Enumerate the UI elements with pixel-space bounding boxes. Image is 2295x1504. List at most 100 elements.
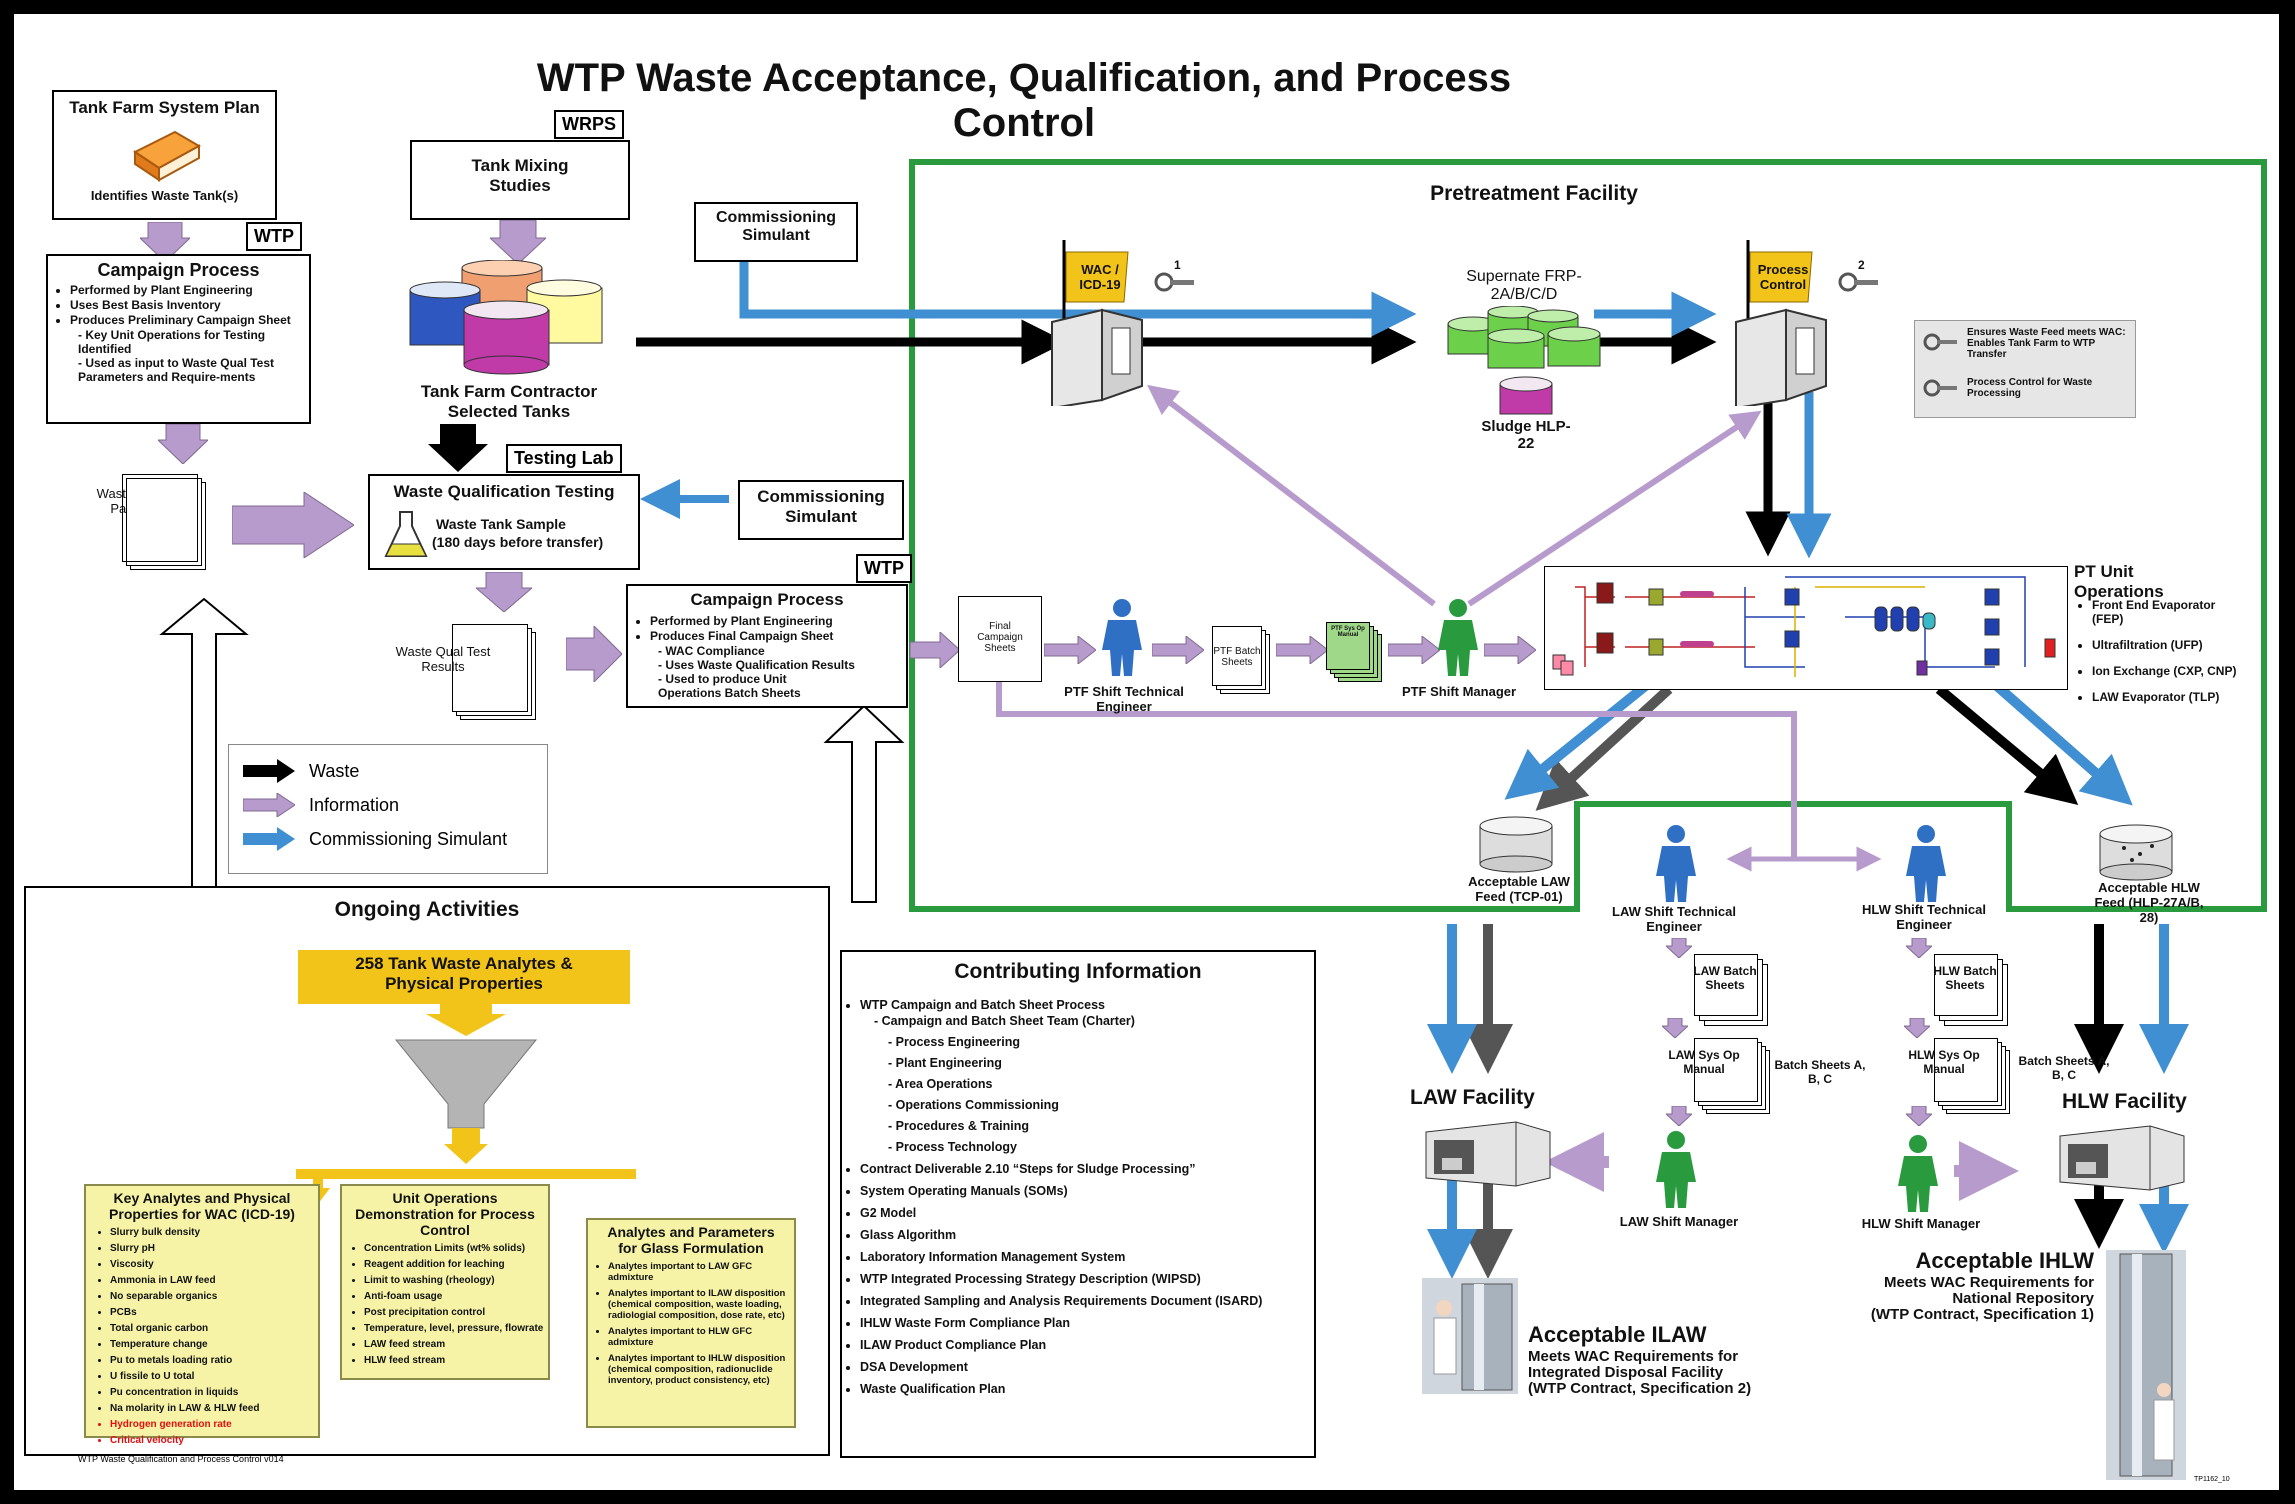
contributing-item: Integrated Sampling and Analysis Require… xyxy=(860,1294,1314,1308)
unit-op-item: HLW feed stream xyxy=(364,1355,548,1366)
contributing-information: Contributing Information WTP Campaign an… xyxy=(840,950,1316,1458)
info-arrow-down xyxy=(1662,1018,1688,1038)
glass-item: Analytes important to LAW GFC admixture xyxy=(608,1261,794,1283)
sludge-tank-icon xyxy=(1499,376,1553,415)
unit-op-item: Limit to washing (rheology) xyxy=(364,1275,548,1286)
sludge-label: Sludge HLP-22 xyxy=(1481,418,1571,452)
contributing-subsubitem: Procedures & Training xyxy=(888,1119,1314,1133)
glass-formulation-title: Analytes and Parameters for Glass Formul… xyxy=(607,1224,775,1256)
law-feed-label: Acceptable LAW Feed (TCP-01) xyxy=(1468,874,1570,904)
page-title: WTP Waste Acceptance, Qualification, and… xyxy=(536,56,1512,145)
unit-op-item: Temperature, level, pressure, flowrate xyxy=(364,1323,548,1334)
final-campaign-sheets: Final Campaign Sheets xyxy=(958,596,1042,682)
testing-lab-tag: Testing Lab xyxy=(506,444,622,473)
contributing-subsubitem: Process Technology xyxy=(888,1140,1314,1154)
info-arrow-down xyxy=(1906,1106,1932,1126)
ongoing-banner: 258 Tank Waste Analytes & Physical Prope… xyxy=(298,950,630,1004)
hlw-tech-label: HLW Shift Technical Engineer xyxy=(1862,902,1986,932)
waste-qual-results-label: Waste Qual Test Results xyxy=(395,644,491,674)
hlw-sysop-manual xyxy=(1934,1038,2014,1118)
unit-ops-list: Concentration Limits (wt% solids) Reagen… xyxy=(342,1243,548,1366)
tank-farm-selected: Tank Farm Contractor Selected Tanks xyxy=(420,382,598,421)
unit-ops-title: Unit Operations Demonstration for Proces… xyxy=(355,1190,535,1238)
info-arrow-down xyxy=(158,424,208,464)
person-icon-green xyxy=(1438,599,1478,676)
contributing-item: IHLW Waste Form Compliance Plan xyxy=(860,1316,1314,1330)
legend-waste: Waste xyxy=(309,761,360,781)
glass-formulation-list: Analytes important to LAW GFC admixture … xyxy=(588,1261,794,1386)
hlw-feed-label: Acceptable HLW Feed (HLP-27A/B, 28) xyxy=(2094,880,2204,925)
ilaw-container-image xyxy=(1422,1278,1518,1394)
hlw-sysop-label: HLW Sys Op Manual xyxy=(1908,1048,1980,1076)
info-arrow-right xyxy=(1484,636,1536,664)
contributing-sublist: Process Engineering Plant Engineering Ar… xyxy=(860,1035,1314,1154)
key-notes: Ensures Waste Feed meets WAC: Enables Ta… xyxy=(1914,320,2136,418)
ptf-sys-op-label: PTF Sys Op Manual xyxy=(1331,626,1365,638)
ptf-batch-label: PTF Batch Sheets xyxy=(1213,646,1261,668)
hlw-batch-label: HLW Batch Sheets xyxy=(1933,964,1997,992)
key-icon-1 xyxy=(1154,272,1194,292)
ilaw-line2: Integrated Disposal Facility xyxy=(1528,1364,1724,1381)
waste-tank-sample-note: (180 days before transfer) xyxy=(432,534,604,550)
contributing-title: Contributing Information xyxy=(954,960,1202,983)
analyte-item: Slurry pH xyxy=(110,1243,318,1254)
ptf-batch-sheets xyxy=(1212,626,1274,698)
ptf-manager-label: PTF Shift Manager xyxy=(1401,684,1517,699)
law-batch-sheets xyxy=(1694,954,1770,1030)
footer-id: TP1162_10 xyxy=(2194,1476,2230,1483)
analyte-item: Total organic carbon xyxy=(110,1323,318,1334)
pt-op-item: Ultrafiltration (UFP) xyxy=(2092,638,2247,652)
tank-farm-plan-caption: Identifies Waste Tank(s) xyxy=(90,188,239,203)
info-arrow-down xyxy=(1906,938,1932,958)
pt-ops-list: Front End Evaporator (FEP) Ultrafiltrati… xyxy=(2078,598,2247,709)
wrps-tag: WRPS xyxy=(554,110,624,139)
person-icon-blue xyxy=(1906,825,1946,902)
analyte-item-red: Critical velocity xyxy=(110,1435,318,1446)
campaign-mid-item: Performed by Plant Engineering xyxy=(650,614,898,628)
law-facility-title: LAW Facility xyxy=(1410,1086,1535,1109)
campaign-mid-sub: - WAC Compliance xyxy=(658,644,765,658)
ihlw-container-image xyxy=(2106,1250,2186,1480)
analyte-item: U fissile to U total xyxy=(110,1371,318,1382)
commissioning-simulant-mid: Commissioning Simulant xyxy=(738,480,904,540)
unit-op-item: Concentration Limits (wt% solids) xyxy=(364,1243,548,1254)
unit-op-item: Reagent addition for leaching xyxy=(364,1259,548,1270)
contributing-item-text: WTP Campaign and Batch Sheet Process xyxy=(860,998,1105,1012)
contributing-item: WTP Campaign and Batch Sheet Process - C… xyxy=(860,998,1314,1154)
waste-tank-sample: Waste Tank Sample xyxy=(436,516,566,532)
ihlw-line1: Meets WAC Requirements for xyxy=(1883,1274,2094,1291)
contributing-subsubitem: Plant Engineering xyxy=(888,1056,1314,1070)
person-icon-green xyxy=(1898,1135,1938,1212)
campaign-mid-item: Produces Final Campaign Sheet xyxy=(650,629,898,643)
key-analytes-box: Key Analytes and Physical Properties for… xyxy=(84,1184,320,1446)
ilaw-line3: (WTP Contract, Specification 2) xyxy=(1528,1380,1752,1397)
campaign-left-item: Produces Preliminary Campaign Sheet xyxy=(70,313,301,327)
book-icon xyxy=(132,130,201,182)
ongoing-activities: Ongoing Activities 258 Tank Waste Analyt… xyxy=(24,886,830,1456)
hlw-batch-sheets xyxy=(1934,954,2010,1030)
person-icon-green xyxy=(1656,1131,1696,1208)
commissioning-simulant-label: Commissioning Simulant xyxy=(715,209,836,244)
contributing-item: System Operating Manuals (SOMs) xyxy=(860,1184,1314,1198)
hlw-feed-tank-icon xyxy=(2099,824,2173,881)
info-arrow-down xyxy=(476,572,532,612)
contributing-subsubitem: Operations Commissioning xyxy=(888,1098,1314,1112)
flag-wac: WAC / ICD-19 xyxy=(1079,262,1121,292)
contributing-list: WTP Campaign and Batch Sheet Process - C… xyxy=(842,998,1314,1396)
campaign-process-left: Campaign Process Performed by Plant Engi… xyxy=(46,254,311,424)
key-analytes-title: Key Analytes and Physical Properties for… xyxy=(109,1190,295,1222)
law-manager-label: LAW Shift Manager xyxy=(1619,1214,1739,1229)
glass-item: Analytes important to ILAW disposition (… xyxy=(608,1288,794,1321)
law-feed-tank-icon xyxy=(1479,816,1553,873)
supernate-tanks-icon xyxy=(1447,306,1601,369)
wtp-tag-mid: WTP xyxy=(856,554,912,583)
tank-mixing-studies: Tank Mixing Studies xyxy=(410,140,630,220)
contributing-item: DSA Development xyxy=(860,1360,1314,1374)
contributing-item: G2 Model xyxy=(860,1206,1314,1220)
person-icon-blue xyxy=(1102,599,1142,676)
key-num-1: 1 xyxy=(1174,258,1181,272)
waste-qual-testing-title: Waste Qualification Testing xyxy=(393,482,615,501)
pt-process-schematic xyxy=(1544,566,2068,690)
analyte-item: Na molarity in LAW & HLW feed xyxy=(110,1403,318,1414)
key-note-1: Ensures Waste Feed meets WAC: Enables Ta… xyxy=(1967,327,2126,360)
